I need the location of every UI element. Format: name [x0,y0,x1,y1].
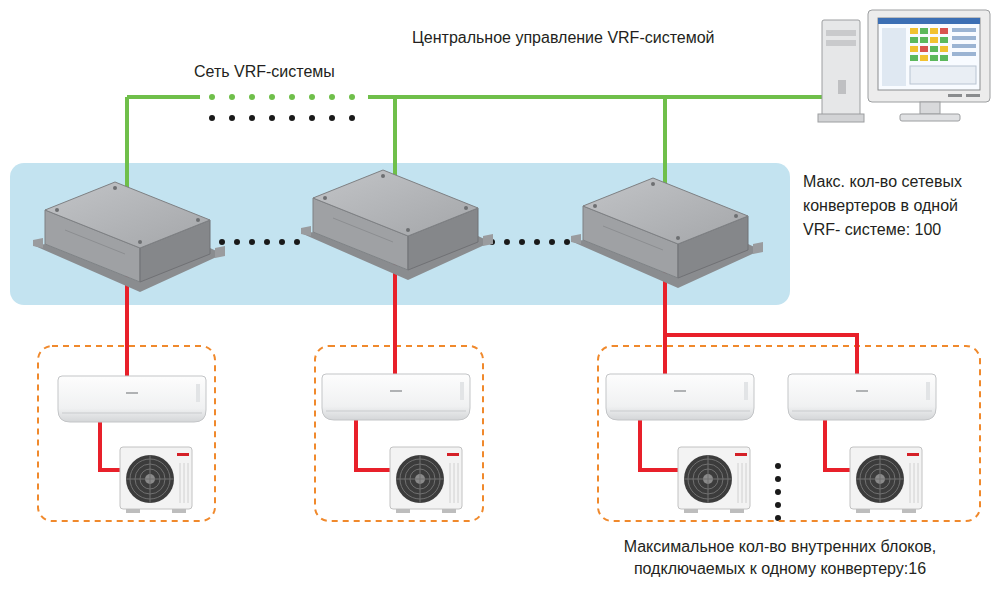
indoor-limit-note: Максимальное кол-во внутренних блоков, п… [594,536,966,580]
indoor-unit [58,376,206,422]
continuation-dots [209,115,781,521]
indoor-unit [322,374,470,420]
outdoor-unit [390,447,462,513]
system-title: Центральное управление VRF-системой [412,27,752,49]
network-converter [571,178,763,288]
network-converter [33,182,225,292]
control-computer [818,10,990,122]
network-converter [301,170,493,280]
network-label: Сеть VRF-системы [194,61,394,83]
indoor-unit [788,374,936,420]
outdoor-unit [120,447,192,513]
network-line [127,97,836,212]
indoor-limit-note-slot: Максимальное кол-во внутренних блоков, п… [594,536,966,580]
converter-limit-note: Макс. кол-во сетевых конвертеров в одной… [803,170,993,242]
network-dots [209,94,355,100]
outdoor-unit [678,447,750,513]
system-title-slot: Центральное управление VRF-системой [412,27,752,49]
outdoor-unit [850,447,922,513]
control-wiring [100,250,857,470]
converter-limit-note-slot: Макс. кол-во сетевых конвертеров в одной… [803,170,993,242]
network-label-slot: Сеть VRF-системы [194,61,394,83]
unit-groups [38,346,980,521]
indoor-unit [606,374,754,420]
